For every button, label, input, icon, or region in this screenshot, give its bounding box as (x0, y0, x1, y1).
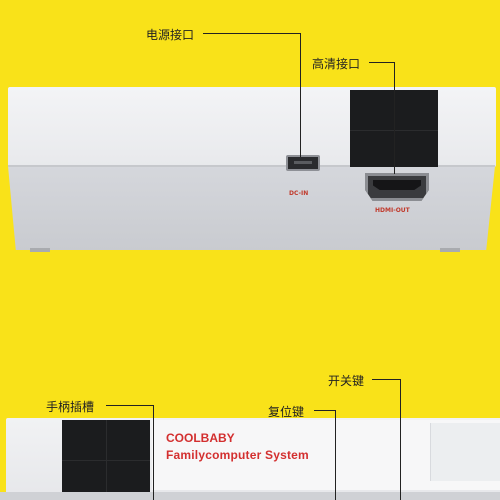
callout-line-power-h (203, 33, 301, 34)
brand-tagline: Familycomputer System (166, 448, 309, 462)
front-button-recess (430, 423, 500, 481)
dc-in-port (286, 155, 320, 171)
controller-slot-panel (62, 420, 150, 500)
callout-line-switch-v (400, 379, 401, 500)
console-rear-view: DC-IN HDMI-OUT (8, 87, 496, 252)
callout-line-switch-h (372, 379, 400, 380)
callout-line-slot-h (106, 405, 154, 406)
callout-line-slot-v (153, 405, 154, 500)
front-lower-strip (0, 492, 500, 500)
dc-in-label: DC-IN (289, 190, 309, 197)
callout-hd-port: 高清接口 (312, 57, 361, 71)
console-foot-right (440, 248, 460, 252)
callout-line-reset-v (335, 410, 336, 500)
callout-reset-button: 复位键 (268, 405, 305, 419)
console-foot-left (30, 248, 50, 252)
brand-name: COOLBABY (166, 431, 235, 445)
callout-line-hd-v (394, 62, 395, 174)
callout-line-hd-h (369, 62, 395, 63)
callout-controller-slot: 手柄插槽 (46, 400, 95, 414)
hdmi-out-label: HDMI-OUT (375, 207, 410, 214)
callout-power-switch: 开关键 (328, 374, 365, 388)
callout-line-power-v (300, 33, 301, 157)
callout-power-port: 电源接口 (146, 28, 195, 42)
callout-line-reset-h (314, 410, 336, 411)
shell-seam (8, 165, 495, 167)
hdmi-port-opening (373, 180, 421, 190)
